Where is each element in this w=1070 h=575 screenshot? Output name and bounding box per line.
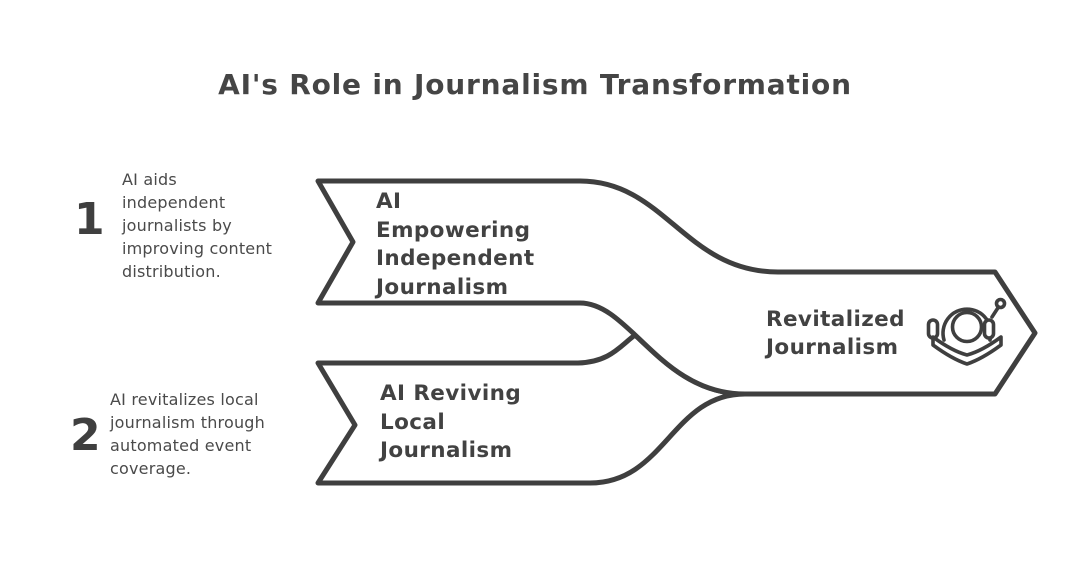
step-1-description: AI aids independent journalists by impro… <box>122 170 273 281</box>
banner-1-and-output-arrow-shape <box>315 178 1038 397</box>
news-podcast-icon <box>926 297 1007 366</box>
antenna-arm <box>990 305 1001 319</box>
banner-2-label: AI Reviving Local Journalism <box>380 381 522 463</box>
antenna-ball <box>994 297 1007 310</box>
step-1-number: 1 <box>74 194 105 245</box>
open-book <box>931 335 1003 366</box>
step-2-description: AI revitalizes local journalism through … <box>110 390 265 478</box>
page-title: AI's Role in Journalism Transformation <box>218 68 852 101</box>
right-earpiece <box>982 318 996 340</box>
head-circle <box>950 310 984 344</box>
step-2-number: 2 <box>70 410 101 461</box>
banner-1-label: AI Empowering Independent Journalism <box>376 189 535 300</box>
output-label: Revitalized Journalism <box>766 307 905 360</box>
